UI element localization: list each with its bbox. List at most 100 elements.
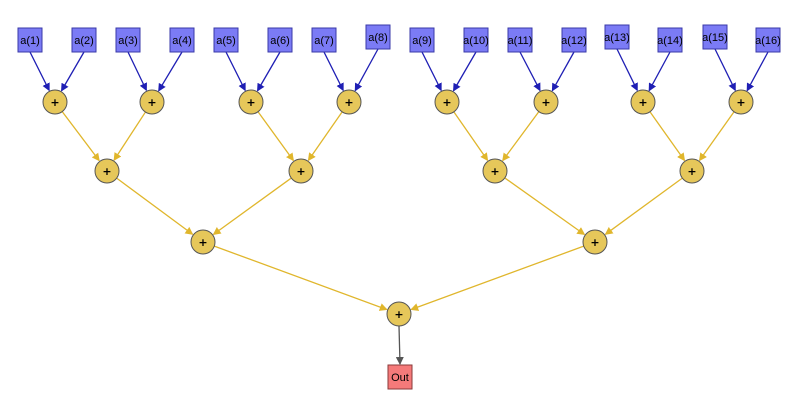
input-edge xyxy=(616,48,638,92)
sum-edge xyxy=(116,177,194,235)
add-circle xyxy=(582,229,608,255)
input-label: a(3) xyxy=(118,35,138,47)
sum-edge xyxy=(453,111,489,162)
input-label: a(5) xyxy=(216,35,236,47)
nodes-layer: a(1) a(2) a(3) a(4) a(5) a(6) a(7) a(8) a(9) a(10… xyxy=(17,24,781,390)
sum-edge xyxy=(257,111,294,162)
input-label: a(4) xyxy=(172,35,192,47)
add-circle xyxy=(386,301,412,327)
input-box xyxy=(657,27,683,53)
add-node: + xyxy=(434,89,460,115)
plus-label: + xyxy=(394,308,403,321)
add-node: + xyxy=(139,89,165,115)
input-label: a(6) xyxy=(270,35,290,47)
sum-edge xyxy=(698,111,735,162)
input-node: a(11) xyxy=(507,27,533,53)
input-label: a(1) xyxy=(20,35,40,47)
sum-edge xyxy=(410,245,584,311)
sum-edge xyxy=(649,111,686,162)
input-node: a(4) xyxy=(169,27,195,53)
input-box xyxy=(561,27,587,53)
input-node: a(16) xyxy=(755,27,781,53)
input-edge xyxy=(452,51,477,92)
input-box xyxy=(213,27,239,53)
plus-label: + xyxy=(102,165,111,178)
plus-label: + xyxy=(246,96,255,109)
plus-label: + xyxy=(147,96,156,109)
input-edge xyxy=(256,51,281,92)
output-box xyxy=(387,364,413,390)
plus-label: + xyxy=(50,96,59,109)
add-node: + xyxy=(482,158,508,184)
input-node: a(10) xyxy=(463,27,489,53)
input-box xyxy=(409,27,435,53)
plus-label: + xyxy=(442,96,451,109)
add-circle xyxy=(288,158,314,184)
input-node: a(14) xyxy=(657,27,683,53)
input-node: a(12) xyxy=(561,27,587,53)
input-label: a(16) xyxy=(755,35,781,47)
input-label: a(13) xyxy=(604,32,630,44)
input-node: a(15) xyxy=(702,24,728,50)
add-node: + xyxy=(728,89,754,115)
input-edge xyxy=(60,51,85,92)
input-label: a(8) xyxy=(368,32,388,44)
plus-label: + xyxy=(198,236,207,249)
sum-edge xyxy=(604,177,683,235)
input-node: a(7) xyxy=(311,27,337,53)
add-node: + xyxy=(238,89,264,115)
sum-edge xyxy=(307,111,343,162)
sum-edge xyxy=(113,111,146,161)
input-label: a(2) xyxy=(74,35,94,47)
add-circle xyxy=(679,158,705,184)
sum-edge xyxy=(214,245,388,311)
add-circle xyxy=(336,89,362,115)
sum-edge xyxy=(61,111,100,162)
input-node: a(9) xyxy=(409,27,435,53)
plus-label: + xyxy=(736,96,745,109)
plus-label: + xyxy=(344,96,353,109)
input-edge xyxy=(421,51,442,92)
input-node: a(2) xyxy=(71,27,97,53)
sum-edge xyxy=(504,177,586,236)
add-circle xyxy=(238,89,264,115)
input-box xyxy=(463,27,489,53)
sum-edge xyxy=(212,177,292,235)
add-node: + xyxy=(336,89,362,115)
add-node: + xyxy=(190,229,216,255)
input-edge xyxy=(127,51,147,92)
input-label: a(9) xyxy=(412,35,432,47)
input-node: a(5) xyxy=(213,27,239,53)
input-box xyxy=(755,27,781,53)
add-circle xyxy=(434,89,460,115)
plus-label: + xyxy=(638,96,647,109)
edges-layer xyxy=(29,48,769,365)
add-circle xyxy=(42,89,68,115)
input-label: a(14) xyxy=(657,35,683,47)
add-node: + xyxy=(386,301,412,327)
input-edge xyxy=(648,51,671,92)
input-edge xyxy=(519,51,541,92)
input-box xyxy=(17,27,43,53)
input-edge xyxy=(29,51,50,92)
input-node: a(3) xyxy=(115,27,141,53)
output-edge xyxy=(395,325,404,365)
plus-label: + xyxy=(490,165,499,178)
add-circle xyxy=(94,158,120,184)
add-circle xyxy=(139,89,165,115)
input-box xyxy=(71,27,97,53)
add-circle xyxy=(728,89,754,115)
plus-label: + xyxy=(296,165,305,178)
output-node: Out xyxy=(387,364,413,390)
input-box xyxy=(604,24,630,50)
input-node: a(8) xyxy=(365,24,391,50)
input-label: a(11) xyxy=(508,35,533,47)
input-edge xyxy=(158,51,183,92)
add-node: + xyxy=(582,229,608,255)
input-label: a(15) xyxy=(702,32,728,44)
sum-edge xyxy=(502,111,540,162)
input-box xyxy=(507,27,533,53)
input-label: a(7) xyxy=(314,35,334,47)
input-node: a(13) xyxy=(604,24,630,50)
